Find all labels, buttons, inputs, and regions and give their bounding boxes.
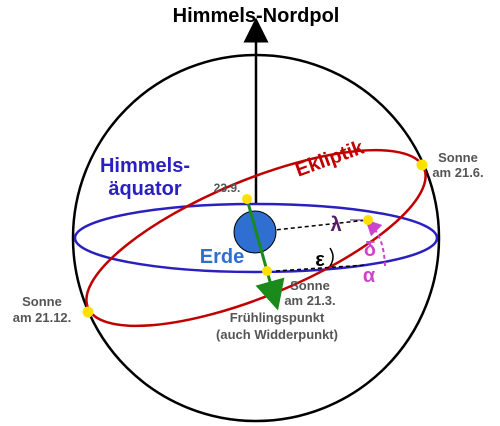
- alpha-symbol: α: [363, 265, 376, 287]
- sun-lambda-dot: [363, 215, 373, 225]
- epsilon-angle-arc: [329, 247, 334, 267]
- sun-dec-label-line2: am 21.12.: [13, 310, 72, 325]
- sun-march-label-line1: Sonne: [290, 278, 330, 293]
- vernal-point-label-line2: (auch Widderpunkt): [216, 327, 338, 342]
- earth-label: Erde: [200, 246, 244, 268]
- vernal-point-label-line1: Frühlingspunkt: [230, 310, 325, 325]
- sun-june-label-line2: am 21.6.: [432, 165, 483, 180]
- delta-symbol: δ: [364, 239, 376, 261]
- sun-dec-dot: [82, 306, 94, 318]
- equator-projection-dashed: [275, 264, 367, 272]
- sun-march-dot: [262, 266, 272, 276]
- earth-to-sun-dashed: [255, 219, 369, 233]
- ecliptic-label: Ekliptik: [292, 136, 367, 181]
- title-north-pole: Himmels-Nordpol: [173, 5, 340, 27]
- lambda-symbol: λ: [330, 214, 341, 236]
- equator-label-line2: äquator: [108, 178, 182, 200]
- sun-march-label-line2: am 21.3.: [284, 293, 335, 308]
- sun-june-dot: [416, 159, 428, 171]
- sun-june-label-line1: Sonne: [438, 150, 478, 165]
- celestial-equator: [73, 202, 439, 274]
- sun-dec-label-line1: Sonne: [22, 294, 62, 309]
- equator-label-line1: Himmels-: [100, 155, 190, 177]
- delta-arrow: [365, 219, 386, 267]
- date-23-9-label: 23.9.: [214, 181, 241, 195]
- epsilon-symbol: ε: [315, 249, 325, 271]
- vernal-arrow: [245, 198, 285, 311]
- sun-sep-dot: [242, 194, 252, 204]
